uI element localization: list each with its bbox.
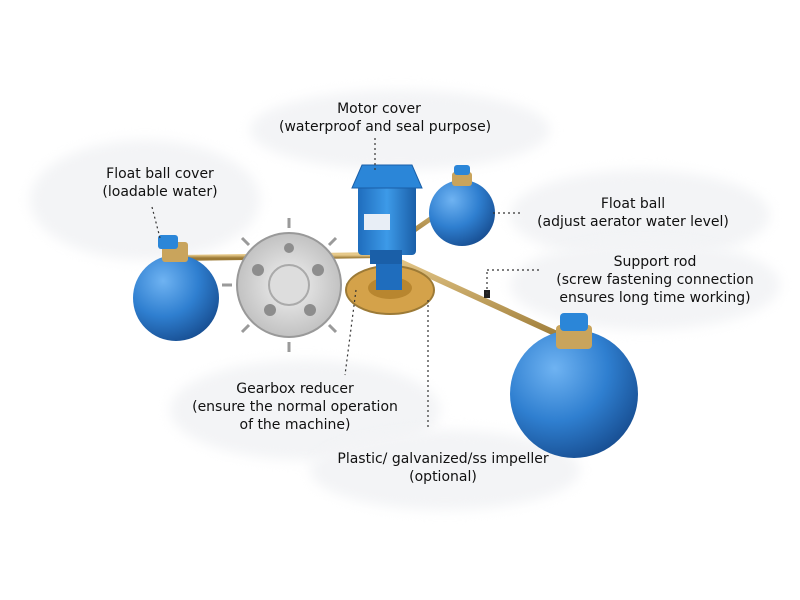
label-note: (adjust aerator water level) (537, 214, 729, 230)
label-note: (waterproof and seal purpose) (279, 119, 492, 135)
label-float-ball-cover: Float ball cover (loadable water) (85, 165, 235, 201)
label-title: Float ball (600, 196, 666, 212)
gear-impeller (345, 260, 435, 315)
label-float-ball: Float ball (adjust aerator water level) (523, 195, 743, 231)
float-ball-left (133, 235, 219, 341)
label-support-rod: Support rod (screw fastening connection … (540, 253, 770, 307)
background-shape (250, 90, 550, 170)
label-note: (loadable water) (102, 184, 218, 200)
background-shape (510, 240, 780, 330)
label-title: Motor cover (337, 101, 421, 117)
motor (351, 164, 423, 264)
impeller-wheel (222, 218, 356, 352)
label-title: Plastic/ galvanized/ss impeller (337, 451, 549, 467)
label-impeller: Plastic/ galvanized/ss impeller (optiona… (318, 450, 568, 486)
label-note: (ensure the normal operation (192, 399, 398, 415)
label-title: Float ball cover (106, 166, 214, 182)
label-note: (optional) (409, 469, 477, 485)
label-note: of the machine) (239, 417, 351, 433)
label-title: Gearbox reducer (236, 381, 354, 397)
float-ball-lower-right (510, 313, 638, 458)
background-shape (30, 140, 260, 260)
label-note: ensures long time working) (559, 290, 751, 306)
label-title: Support rod (613, 254, 697, 270)
label-gearbox-reducer: Gearbox reducer (ensure the normal opera… (180, 380, 410, 434)
float-ball-upper-right (429, 165, 495, 246)
label-motor-cover: Motor cover (waterproof and seal purpose… (279, 100, 492, 136)
label-note: (screw fastening connection (556, 272, 754, 288)
leader-lines (151, 138, 540, 430)
